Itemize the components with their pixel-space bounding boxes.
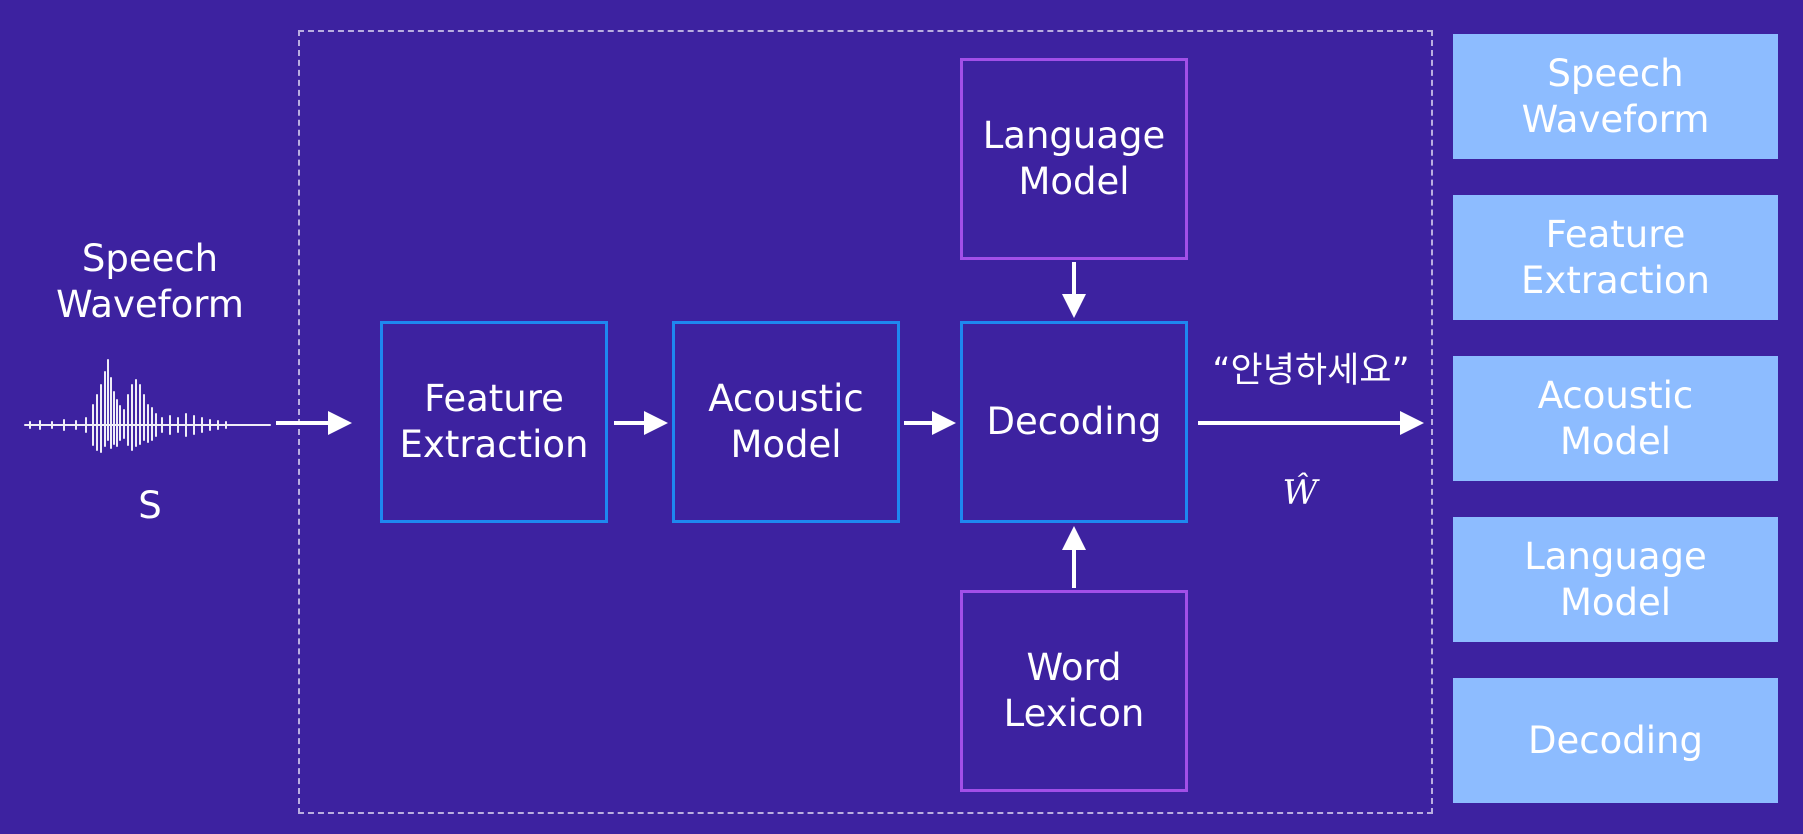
- decoding-label: Decoding: [986, 400, 1162, 443]
- side-item-language-model: Language Model: [1453, 517, 1778, 642]
- side-item-feature-extraction: Feature Extraction: [1453, 195, 1778, 320]
- output-symbol: Ŵ: [1282, 473, 1318, 513]
- feature-extraction-label: Feature Extraction: [399, 377, 589, 466]
- side-item-speech-waveform: Speech Waveform: [1453, 34, 1778, 159]
- side-item-decoding: Decoding: [1453, 678, 1778, 803]
- side-item-acoustic-model: Acoustic Model: [1453, 356, 1778, 481]
- acoustic-model-box: Acoustic Model: [672, 321, 900, 523]
- decoding-box: Decoding: [960, 321, 1188, 523]
- output-text: “안녕하세요”: [1212, 351, 1410, 391]
- word-lexicon-box: Word Lexicon: [960, 590, 1188, 792]
- acoustic-model-label: Acoustic Model: [708, 377, 864, 466]
- side-item-label: Acoustic Model: [1537, 373, 1694, 463]
- language-model-box: Language Model: [960, 58, 1188, 260]
- side-item-label: Language Model: [1524, 534, 1707, 624]
- side-item-label: Decoding: [1528, 718, 1703, 762]
- feature-extraction-box: Feature Extraction: [380, 321, 608, 523]
- input-symbol: S: [138, 484, 162, 527]
- word-lexicon-label: Word Lexicon: [1003, 646, 1145, 735]
- side-item-label: Speech Waveform: [1521, 51, 1710, 141]
- speech-waveform-label: Speech Waveform: [56, 237, 244, 326]
- language-model-label: Language Model: [982, 114, 1166, 203]
- side-item-label: Feature Extraction: [1521, 212, 1710, 302]
